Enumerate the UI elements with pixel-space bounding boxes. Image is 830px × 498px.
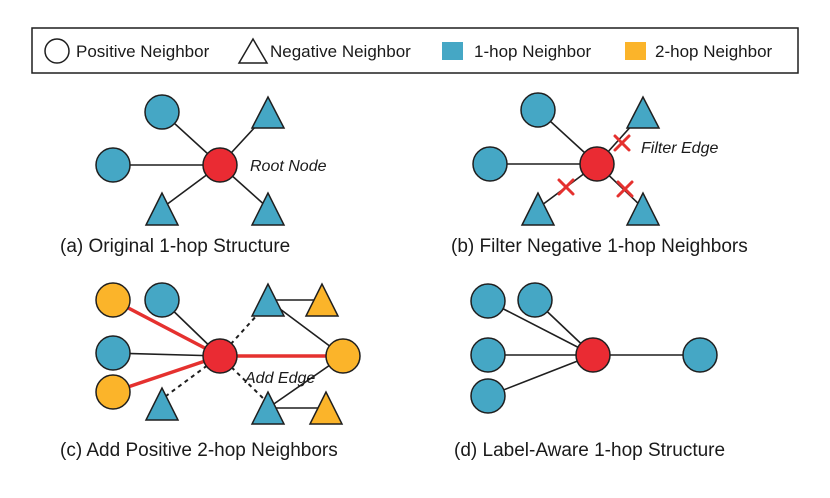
legend-one-hop-label: 1-hop Neighbor — [474, 42, 592, 61]
negative-1hop-node — [250, 282, 286, 317]
legend-positive-label: Positive Neighbor — [76, 42, 210, 61]
panel-c-add-positive-2hop: Add Edge (c) Add Positive 2-hop Neighbor… — [60, 282, 361, 461]
panel-d-label-aware-structure: (d) Label-Aware 1-hop Structure — [454, 282, 725, 461]
edge — [487, 354, 594, 397]
added-edge — [112, 354, 221, 394]
root-node — [575, 337, 611, 373]
positive-2hop-node — [95, 282, 131, 318]
negative-1hop-node — [250, 191, 286, 226]
panel-c-caption: (c) Add Positive 2-hop Neighbors — [60, 440, 338, 461]
filter-edge-annotation: Filter Edge — [641, 140, 718, 157]
negative-2hop-node — [308, 390, 344, 425]
legend-box — [31, 27, 799, 74]
legend-negative-label: Negative Neighbor — [270, 42, 411, 61]
positive-1hop-node — [682, 337, 718, 373]
root-node-annotation: Root Node — [250, 158, 327, 175]
negative-1hop-node — [625, 95, 661, 129]
legend-negative-triangle-icon — [237, 37, 269, 64]
add-edge-annotation: Add Edge — [244, 370, 315, 387]
filter-cross-icon — [613, 134, 631, 152]
positive-1hop-node — [520, 92, 556, 128]
positive-1hop-node — [470, 337, 506, 373]
negative-2hop-node — [304, 282, 340, 317]
positive-1hop-node — [517, 282, 553, 318]
edge — [487, 300, 594, 356]
root-node — [579, 146, 615, 182]
negative-1hop-node — [144, 386, 180, 421]
positive-1hop-node — [95, 147, 131, 183]
root-node — [202, 338, 238, 374]
negative-1hop-node — [625, 191, 661, 226]
positive-1hop-node — [470, 378, 506, 414]
filter-cross-icon — [557, 178, 575, 196]
positive-1hop-node — [144, 94, 180, 130]
panel-b-caption: (b) Filter Negative 1-hop Neighbors — [451, 236, 748, 257]
negative-1hop-node — [250, 95, 286, 129]
filter-cross-icon — [616, 180, 634, 198]
panel-b-filter-negative: Filter Edge (b) Filter Negative 1-hop Ne… — [451, 92, 748, 257]
positive-1hop-node — [144, 282, 180, 318]
panel-a-original-structure: Root Node (a) Original 1-hop Structure — [60, 94, 327, 257]
root-node — [202, 147, 238, 183]
legend-two-hop-label: 2-hop Neighbor — [655, 42, 773, 61]
positive-2hop-node — [95, 374, 131, 410]
positive-1hop-node — [95, 335, 131, 371]
legend: Positive Neighbor Negative Neighbor 1-ho… — [31, 27, 799, 74]
legend-positive-circle-icon — [44, 38, 70, 64]
edge — [112, 352, 221, 357]
positive-1hop-node — [472, 146, 508, 182]
negative-1hop-node — [520, 191, 556, 226]
negative-1hop-node — [144, 191, 180, 226]
negative-1hop-node — [250, 390, 286, 425]
legend-two-hop-swatch — [625, 42, 646, 60]
positive-1hop-node — [470, 283, 506, 319]
panel-d-caption: (d) Label-Aware 1-hop Structure — [454, 440, 725, 461]
positive-2hop-node — [325, 338, 361, 374]
legend-one-hop-swatch — [442, 42, 463, 60]
panel-a-caption: (a) Original 1-hop Structure — [60, 236, 290, 257]
added-edge — [112, 298, 221, 358]
